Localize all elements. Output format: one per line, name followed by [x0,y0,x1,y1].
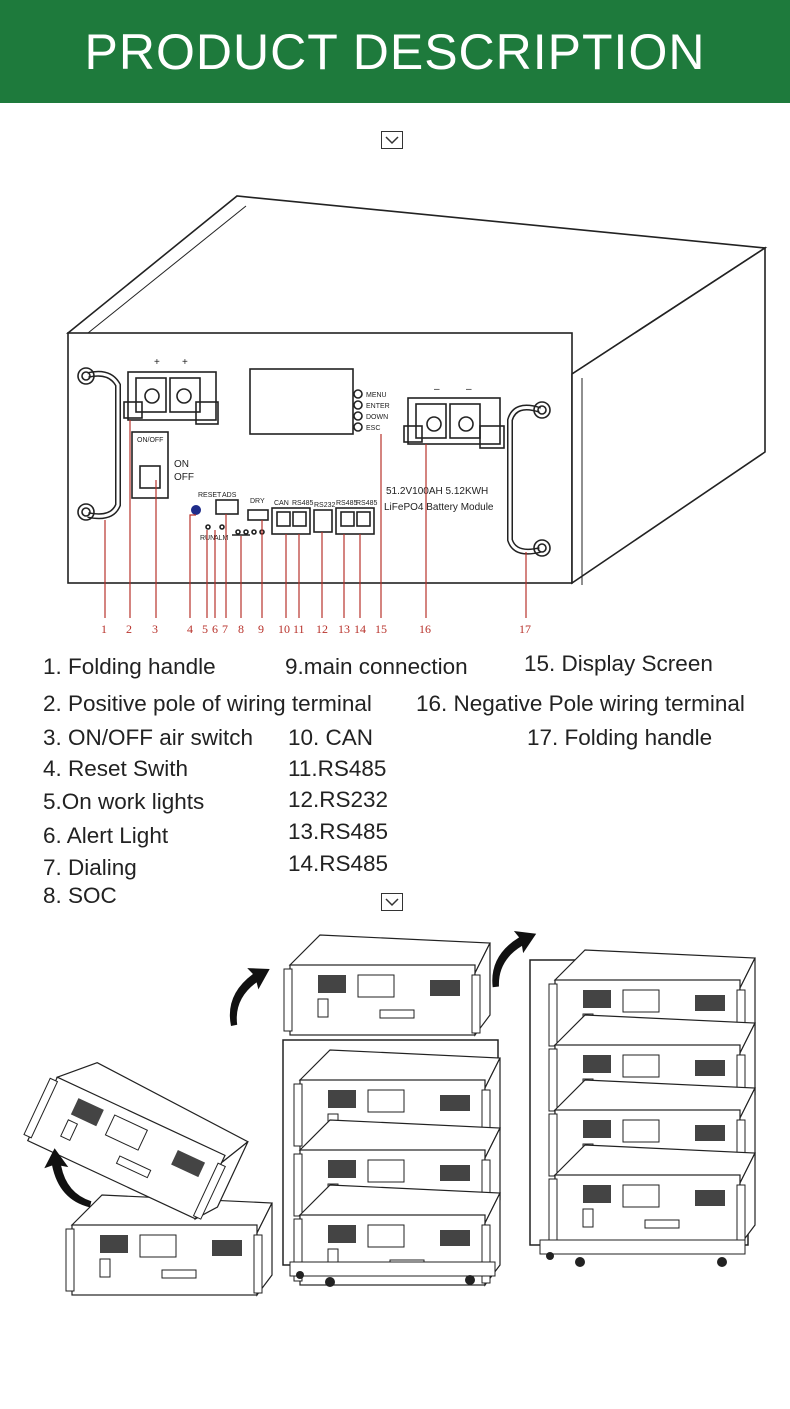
legend-item-16: 16. Negative Pole wiring terminal [416,691,745,716]
legend-item-4: 4. Reset Swith [43,756,189,781]
callout-13: 13 [338,622,350,636]
callout-16: 16 [419,622,431,636]
callout-7: 7 [222,622,228,636]
page-header: PRODUCT DESCRIPTION [0,0,790,103]
port-can-label: CAN [274,500,289,507]
svg-text:–: – [434,384,440,395]
legend-item-6: 6. Alert Light [43,823,169,848]
port-rs485-label-2: RS485 [336,500,358,507]
legend-item-5: 5.On work lights [43,789,205,814]
callout-4: 4 [187,622,193,636]
callout-2: 2 [126,622,132,636]
panel-model: 51.2V100AH 5.12KWH [386,486,488,497]
callout-8: 8 [238,622,244,636]
chevron-down-icon[interactable] [381,131,403,149]
callout-6: 6 [212,622,218,636]
switch-top-label: ON/OFF [137,437,163,444]
battery-diagram: + + – – ON/OFF ON OFF MENU ENTER DOWN ES… [65,195,768,636]
reset-label: RESET [198,492,222,499]
adr-label: ADS [222,492,237,499]
svg-text:+: + [182,357,188,368]
callout-10: 10 [278,622,290,636]
port-rs232-label: RS232 [314,502,336,509]
stacking-illustration [21,922,756,1296]
panel-type: LiFePO4 Battery Module [384,502,494,513]
port-rs485-label: RS485 [292,500,314,507]
legend-item-3: 3. ON/OFF air switch [43,725,254,750]
callout-1: 1 [101,622,107,636]
alm-label: ALM [214,535,229,542]
switch-on-label: ON [174,459,189,470]
legend-item-17: 17. Folding handle [527,725,713,750]
enter-button-label: ENTER [366,403,390,410]
legend-item-7: 7. Dialing [43,855,137,880]
legend-item-13: 13.RS485 [288,819,389,844]
legend-item-8: 8. SOC [43,883,117,908]
callout-11: 11 [293,622,305,636]
callout-3: 3 [152,622,158,636]
svg-text:+: + [154,357,160,368]
callout-5: 5 [202,622,208,636]
legend-item-14: 14.RS485 [288,851,389,876]
legend-item-11: 11.RS485 [288,756,387,781]
arrow-icon [210,958,286,1028]
port-rs485-label-3: RS485 [356,500,378,507]
legend-item-1: 1. Folding handle [43,654,216,679]
legend-item-10: 10. CAN [288,725,374,750]
reset-button-dot [191,505,201,515]
callout-9: 9 [258,622,264,636]
callout-17: 17 [519,622,531,636]
callout-15: 15 [375,622,387,636]
legend-item-9: 9.main connection [285,654,468,679]
page-title: PRODUCT DESCRIPTION [84,23,706,80]
esc-button-label: ESC [366,425,380,432]
svg-text:–: – [466,384,472,395]
legend-item-12: 12.RS232 [288,787,389,812]
down-button-label: DOWN [366,414,388,421]
legend-item-15: 15. Display Screen [524,651,713,676]
legend-item-2: 2. Positive pole of wiring terminal [43,691,372,716]
dry-label: DRY [250,498,265,505]
callout-14: 14 [354,622,366,636]
switch-off-label: OFF [174,472,194,483]
menu-button-label: MENU [366,392,387,399]
callout-12: 12 [316,622,328,636]
chevron-down-icon-2[interactable] [381,893,403,911]
